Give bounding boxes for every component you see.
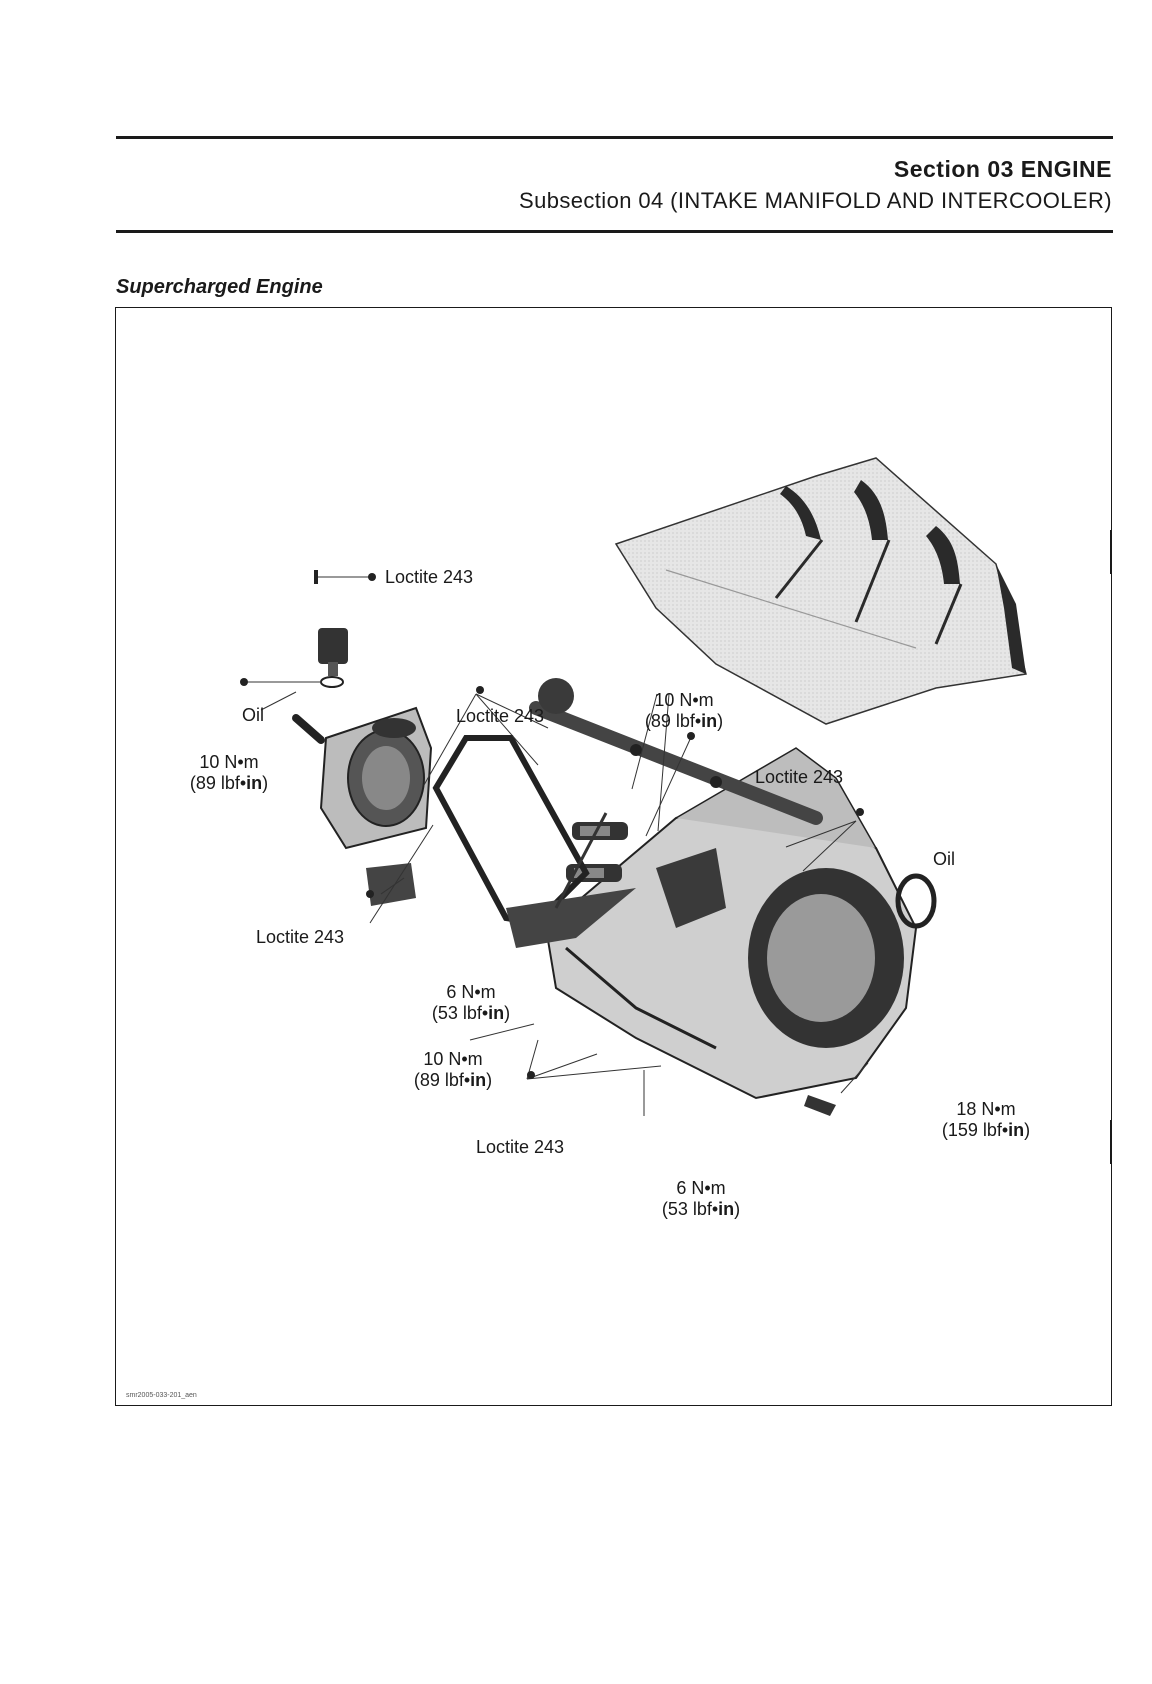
throttle-body: [321, 708, 431, 906]
callout-loctite-gasket: Loctite 243: [456, 706, 544, 727]
idle-air-valve: [296, 570, 348, 740]
callout-oil-o-ring-left: Oil: [242, 705, 264, 726]
callout-loctite-manifold-bolts: Loctite 243: [476, 1137, 564, 1158]
callout-oil-o-ring-right: Oil: [933, 849, 955, 870]
callout-loctite-sensor: Loctite 243: [256, 927, 344, 948]
figure-caption: Supercharged Engine: [116, 276, 323, 299]
exploded-view-figure: Loctite 243 Oil 10 N•m (89 lbf•in) Locti…: [115, 307, 1112, 1406]
section-title: Section 03 ENGINE: [894, 156, 1112, 183]
temperature-sensor: [804, 1095, 836, 1116]
exploded-view-drawing: [116, 308, 1113, 1407]
callout-torque-fuel-rail: 10 N•m (89 lbf•in): [629, 690, 739, 732]
intercooler-cover: [616, 458, 1026, 724]
header-rule-top: [116, 136, 1113, 139]
callout-loctite-idle-valve-screw: Loctite 243: [385, 567, 473, 588]
callout-torque-bottom-6nm: 6 N•m (53 lbf•in): [646, 1178, 756, 1220]
figure-reference-code: smr2005-033-201_aen: [126, 1392, 197, 1399]
callout-torque-manifold-6nm: 6 N•m (53 lbf•in): [416, 982, 526, 1024]
callout-torque-manifold-10nm: 10 N•m (89 lbf•in): [398, 1049, 508, 1091]
callout-torque-idle-valve: 10 N•m (89 lbf•in): [174, 752, 284, 794]
intake-manifold: [546, 748, 916, 1098]
callout-torque-sensor-18nm: 18 N•m (159 lbf•in): [926, 1099, 1046, 1141]
header-rule-bottom: [116, 230, 1113, 233]
subsection-title: Subsection 04 (INTAKE MANIFOLD AND INTER…: [519, 188, 1112, 214]
callout-loctite-fuel-rail: Loctite 243: [755, 767, 843, 788]
